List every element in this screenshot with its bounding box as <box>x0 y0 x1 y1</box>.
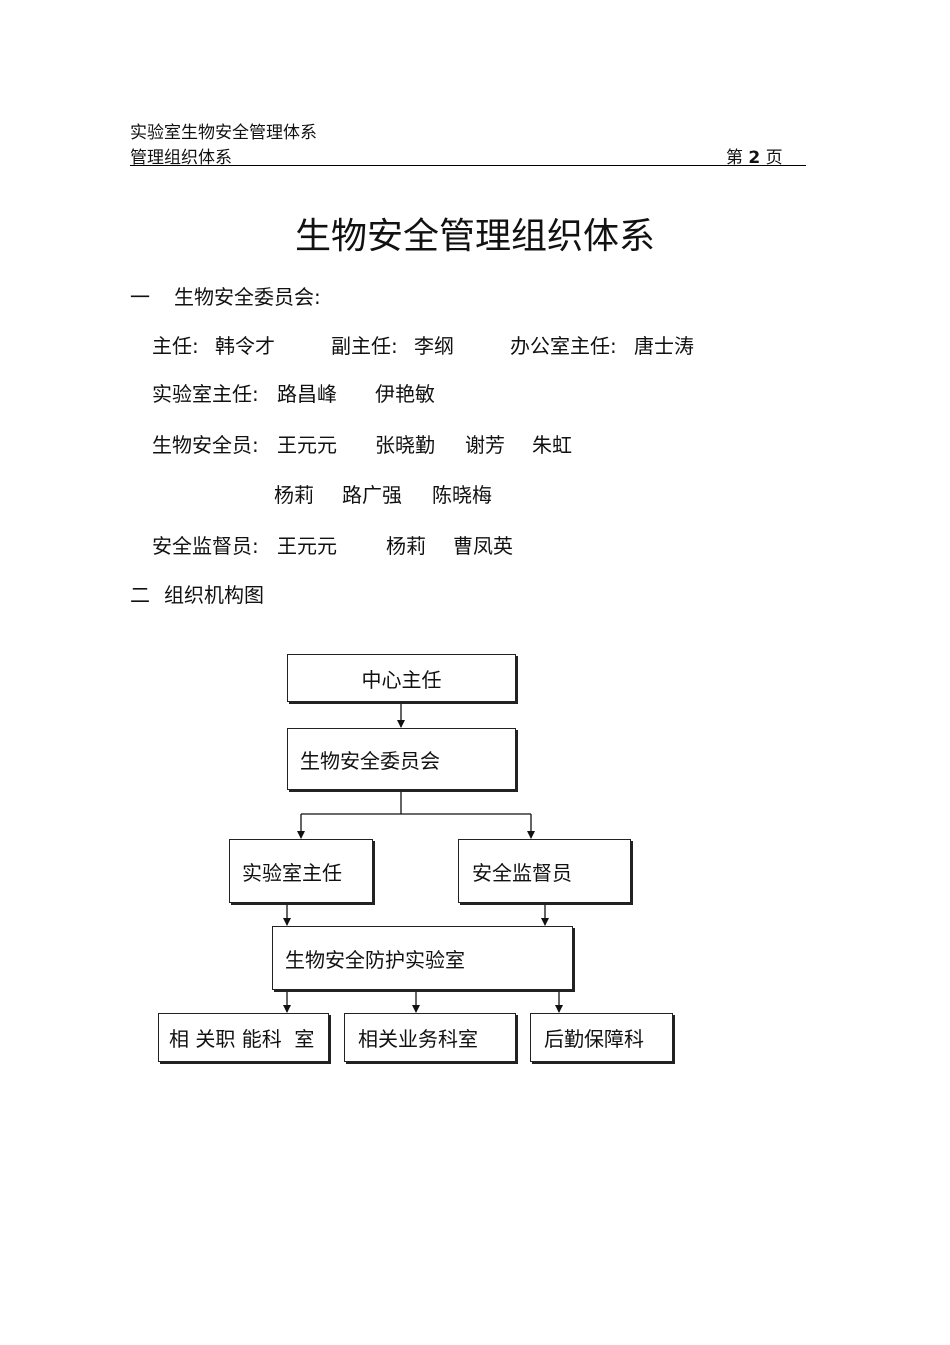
section1-heading: 生物安全委员会: <box>174 285 321 309</box>
deputy-label: 副主任: <box>331 334 398 358</box>
page-number: 2 <box>748 148 761 168</box>
page-suffix: 页 <box>765 148 783 168</box>
biosafety-officer-label: 生物安全员: <box>152 433 259 457</box>
org-box-center-director: 中心主任 <box>287 654 516 702</box>
org-box-label: 生物安全委员会 <box>300 748 440 773</box>
section1-number: 一 <box>130 285 150 309</box>
page-label: 第 <box>726 148 743 168</box>
director-name: 韩令才 <box>215 334 275 358</box>
org-box-biosafety-lab: 生物安全防护实验室 <box>272 926 573 990</box>
section2-number: 二 <box>130 583 150 607</box>
section2-heading: 组织机构图 <box>164 583 264 607</box>
biosafety-officer-name: 杨莉 <box>274 483 314 507</box>
org-box-lab-director: 实验室主任 <box>229 839 373 903</box>
org-box-label: 实验室主任 <box>242 860 342 885</box>
office-director-name: 唐士涛 <box>634 334 694 358</box>
header-rule <box>130 165 806 166</box>
org-box-label: 后勤保障科 <box>544 1027 644 1051</box>
org-box-label: 相关业务科室 <box>358 1027 478 1051</box>
biosafety-officer-name: 张晓勤 <box>375 433 435 457</box>
header-doc-title: 实验室生物安全管理体系 <box>130 123 317 143</box>
biosafety-officer-name: 王元元 <box>277 433 337 457</box>
biosafety-officer-name: 谢芳 <box>465 433 505 457</box>
org-box-functional-dept: 相 关职 能科 室 <box>158 1013 329 1062</box>
org-box-safety-supervisor: 安全监督员 <box>458 839 631 903</box>
lab-director-name: 路昌峰 <box>277 382 337 406</box>
safety-supervisor-label: 安全监督员: <box>152 534 259 558</box>
org-box-label: 相 关职 能科 室 <box>169 1027 315 1051</box>
director-label: 主任: <box>152 334 199 358</box>
header-section-title: 管理组织体系 <box>130 148 232 168</box>
lab-director-name: 伊艳敏 <box>375 382 435 406</box>
office-director-label: 办公室主任: <box>510 334 617 358</box>
biosafety-officer-name: 路广强 <box>342 483 402 507</box>
safety-supervisor-name: 杨莉 <box>386 534 426 558</box>
org-box-label: 安全监督员 <box>472 860 572 885</box>
org-box-logistics-dept: 后勤保障科 <box>530 1013 673 1062</box>
org-box-label: 生物安全防护实验室 <box>285 947 465 972</box>
biosafety-officer-name: 陈晓梅 <box>432 483 492 507</box>
safety-supervisor-name: 曹凤英 <box>453 534 513 558</box>
biosafety-officer-name: 朱虹 <box>532 433 572 457</box>
org-box-business-dept: 相关业务科室 <box>344 1013 516 1062</box>
page-title: 生物安全管理组织体系 <box>294 216 655 257</box>
deputy-name: 李纲 <box>414 334 454 358</box>
header-page-number: 第 2 页 <box>726 143 783 168</box>
org-box-label: 中心主任 <box>361 667 442 692</box>
lab-director-label: 实验室主任: <box>152 382 259 406</box>
safety-supervisor-name: 王元元 <box>277 534 337 558</box>
org-box-committee: 生物安全委员会 <box>287 728 516 790</box>
